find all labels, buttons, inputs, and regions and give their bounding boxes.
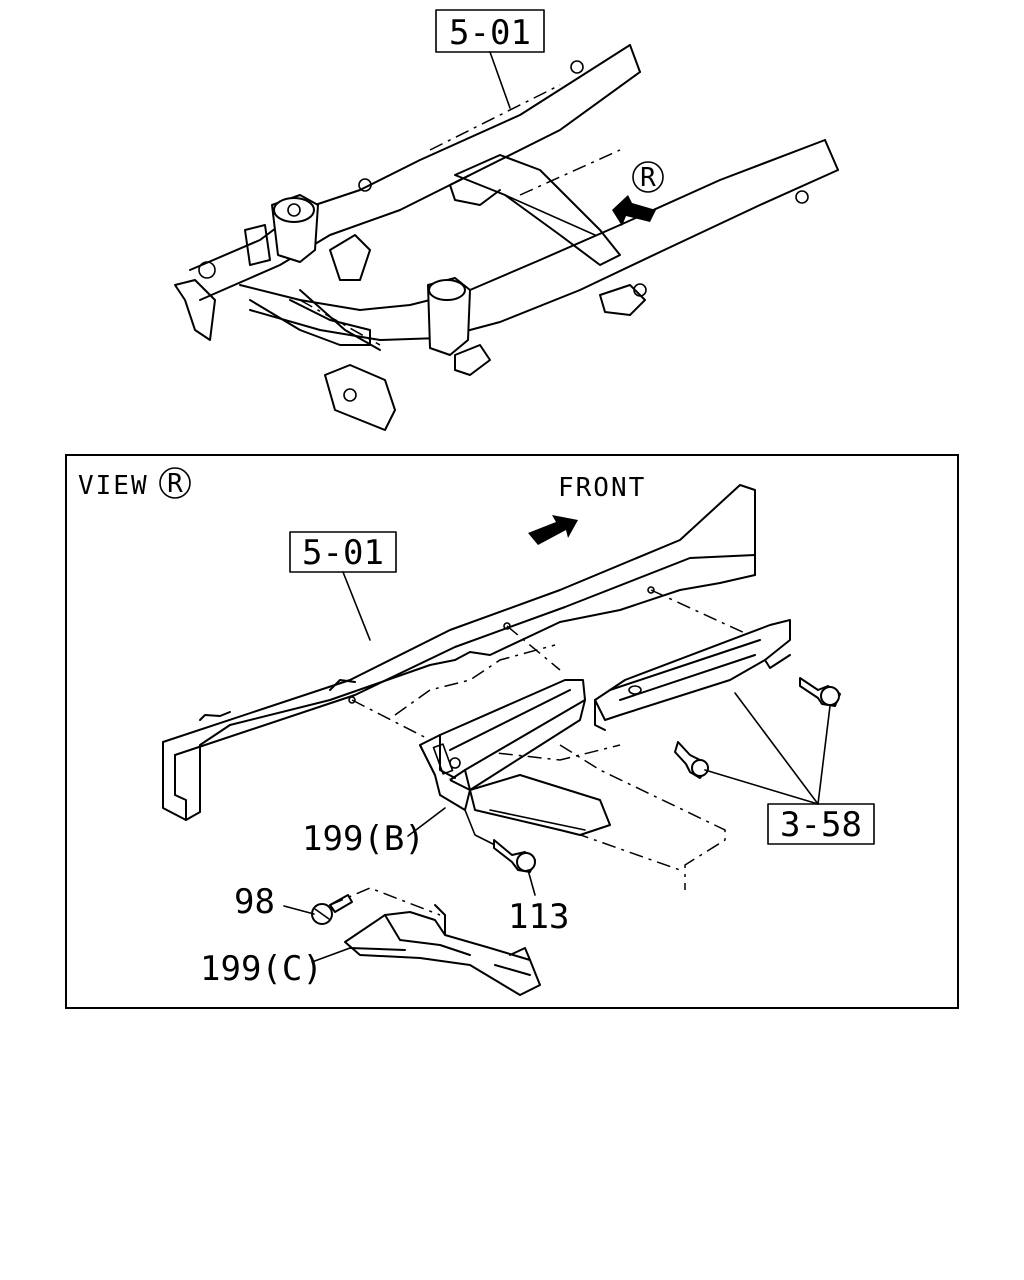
view-title-prefix: VIEW — [78, 471, 149, 501]
bracket-199c — [329, 887, 541, 996]
callout-98: 98 — [234, 882, 315, 922]
bracket-199b — [419, 679, 611, 846]
detail-frame-callout: 5-01 — [289, 531, 397, 641]
bolt-113 — [493, 839, 536, 873]
frame-rail-section — [162, 484, 761, 890]
callout-199b: 199(B) — [302, 807, 446, 859]
chassis-frame-illustration — [174, 44, 839, 431]
front-arrow-icon — [528, 515, 578, 545]
label-113: 113 — [508, 897, 569, 937]
detail-frame-ref-label: 5-01 — [302, 533, 384, 573]
bolt-358-upper — [799, 677, 841, 707]
view-r-indicator: R — [612, 161, 664, 226]
bracket-358 — [594, 619, 791, 731]
bolt-358-lower — [674, 741, 709, 779]
label-98: 98 — [234, 882, 275, 922]
callout-358: 3-58 — [704, 692, 875, 845]
label-199b: 199(B) — [302, 819, 425, 859]
overview-frame-callout: 5-01 — [435, 9, 545, 109]
label-199c: 199(C) — [200, 949, 323, 989]
overview-view-marker: R — [640, 163, 656, 193]
overview-frame-ref-label: 5-01 — [449, 13, 531, 53]
front-label: FRONT — [558, 473, 646, 503]
view-title-marker: R — [167, 469, 183, 499]
front-direction-indicator: FRONT — [528, 473, 646, 545]
callout-113: 113 — [508, 869, 569, 937]
detail-view-title: VIEW R — [78, 467, 191, 501]
callout-199c: 199(C) — [200, 947, 351, 989]
view-direction-arrow-icon — [612, 195, 656, 226]
detail-view-frame — [65, 454, 959, 1009]
label-358: 3-58 — [780, 805, 862, 845]
bolt-98 — [311, 894, 353, 925]
